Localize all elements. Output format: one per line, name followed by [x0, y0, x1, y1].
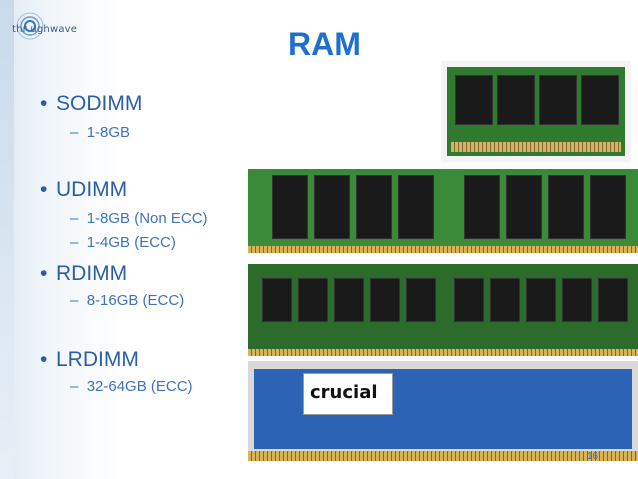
crucial-text: crucial — [310, 382, 378, 403]
crucial-label: crucial — [303, 373, 393, 415]
bullet-label: UDIMM — [56, 178, 128, 201]
bullet-rdimm: •RDIMM — [40, 262, 128, 285]
logo-text: thr ughwave — [12, 24, 78, 35]
sodimm-image — [441, 61, 631, 162]
bullet-lrdimm: •LRDIMM — [40, 348, 139, 371]
sub-item-text: 1-8GB — [86, 124, 131, 141]
sub-item-text: 8-16GB (ECC) — [86, 292, 185, 309]
page-number: 16 — [587, 451, 599, 462]
sub-item-text: 1-4GB (ECC) — [86, 234, 176, 251]
wave-logo-icon — [16, 12, 44, 40]
sub-item: – 8-16GB (ECC) — [70, 292, 185, 309]
bullet-label: RDIMM — [56, 262, 128, 285]
left-decorative-strip — [0, 0, 14, 479]
sub-item-text: 1-8GB (Non ECC) — [86, 210, 208, 227]
sub-item: – 32-64GB (ECC) — [70, 378, 193, 395]
sub-item: – 1-4GB (ECC) — [70, 234, 176, 251]
sub-item: – 1-8GB (Non ECC) — [70, 210, 208, 227]
rdimm-image — [248, 264, 638, 356]
bullet-label: LRDIMM — [56, 348, 139, 371]
sub-item: – 1-8GB — [70, 124, 131, 141]
sub-item-text: 32-64GB (ECC) — [86, 378, 193, 395]
lrdimm-image: crucial — [248, 361, 638, 461]
bullet-label: SODIMM — [56, 92, 143, 115]
slide-title: RAM — [288, 26, 361, 62]
udimm-image — [248, 163, 638, 259]
throughwave-logo — [8, 12, 90, 46]
bullet-udimm: •UDIMM — [40, 178, 128, 201]
bullet-sodimm: •SODIMM — [40, 92, 143, 115]
